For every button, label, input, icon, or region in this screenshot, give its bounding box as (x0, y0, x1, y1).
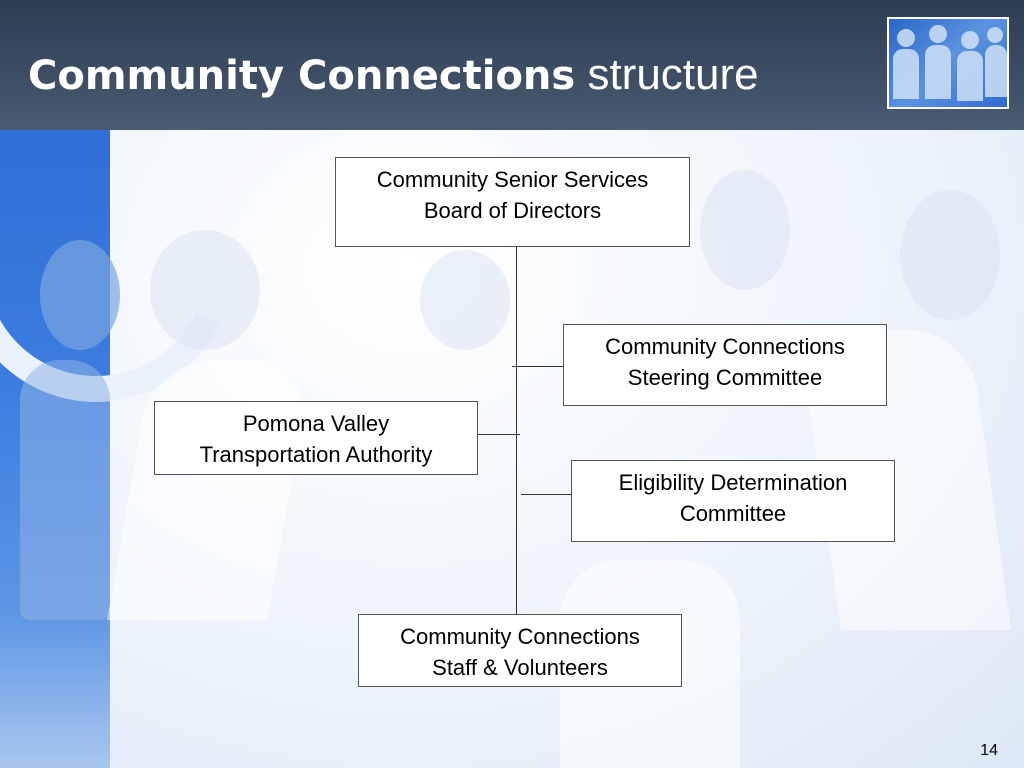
org-box-line: Staff & Volunteers (432, 655, 608, 680)
connector-trunk (516, 247, 517, 614)
title-bar: Community Connections structure (0, 0, 1024, 130)
org-box-steering-committee: Community Connections Steering Committee (563, 324, 887, 406)
slide-title-rest: structure (587, 50, 759, 99)
org-box-line: Community Connections (605, 334, 845, 359)
background-doll-head (420, 250, 510, 350)
org-box-line: Transportation Authority (199, 442, 433, 467)
slide-title-bold: Community Connections (28, 53, 576, 99)
connector-transportation (478, 434, 520, 435)
decorative-figure-body (20, 360, 110, 620)
org-box-line: Steering Committee (627, 365, 823, 390)
background-doll-head (900, 190, 1000, 320)
connector-steering (512, 366, 563, 367)
org-box-line: Board of Directors (423, 198, 602, 223)
org-box-board-of-directors: Community Senior Services Board of Direc… (335, 157, 690, 247)
org-box-eligibility-committee: Eligibility Determination Committee (571, 460, 895, 542)
background-doll-head (700, 170, 790, 290)
org-box-staff-volunteers: Community Connections Staff & Volunteers (358, 614, 682, 687)
slide-title: Community Connections structure (28, 50, 759, 101)
page-number: 14 (980, 742, 998, 759)
org-box-transportation-authority: Pomona Valley Transportation Authority (154, 401, 478, 475)
org-box-line: Community Senior Services (376, 167, 649, 192)
org-box-line: Community Connections (400, 624, 640, 649)
org-box-line: Eligibility Determination (618, 470, 848, 495)
org-box-line: Pomona Valley (242, 411, 390, 436)
background-doll-body (107, 360, 313, 620)
org-box-line: Committee (679, 501, 787, 526)
paper-dolls-logo-image (887, 17, 1009, 109)
decorative-figure-head (40, 240, 120, 350)
connector-eligibility (521, 494, 571, 495)
background-doll-head (150, 230, 260, 350)
